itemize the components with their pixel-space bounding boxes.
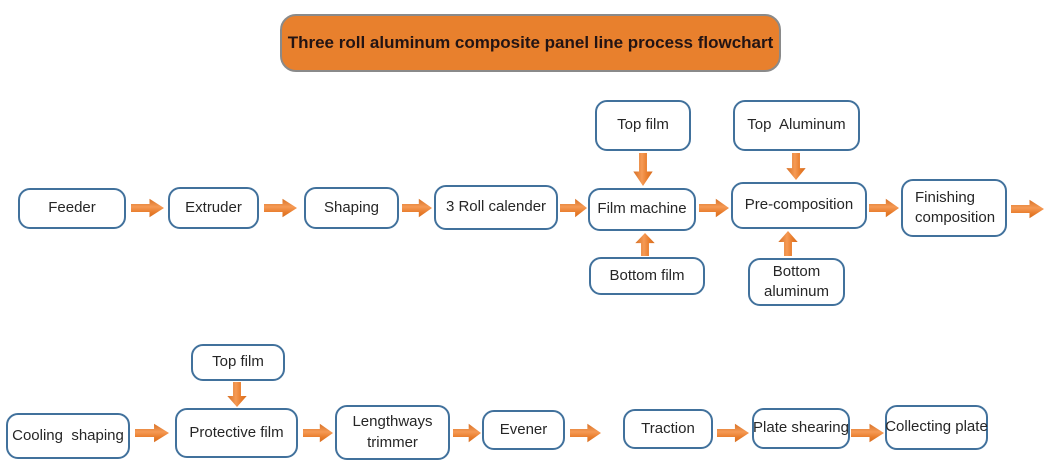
flow-arrow-right-icon (402, 198, 432, 218)
flow-arrow-exit-icon (1011, 199, 1044, 219)
flow-arrow-right-icon (303, 423, 333, 443)
node-shaping: Shaping (304, 187, 399, 229)
node-feeder: Feeder (18, 188, 126, 229)
node-3-roll-calender: 3 Roll calender (434, 185, 558, 230)
node-top-film-2: Top film (191, 344, 285, 381)
flow-arrow-up-icon (635, 233, 655, 256)
node-bottom-film: Bottom film (589, 257, 705, 295)
node-traction: Traction (623, 409, 713, 449)
flow-arrow-down-icon (633, 153, 653, 186)
node-plate-shearing: Plate shearing (752, 408, 850, 449)
node-extruder: Extruder (168, 187, 259, 229)
flow-arrow-right-icon (699, 198, 729, 218)
flow-arrow-right-icon (560, 198, 587, 218)
flow-arrow-down-icon (227, 382, 247, 407)
node-top-aluminum: Top Aluminum (733, 100, 860, 151)
flow-arrow-right-icon (570, 423, 601, 443)
node-film-machine: Film machine (588, 188, 696, 231)
node-collecting-plate: Collecting plate (885, 405, 988, 450)
node-finishing-composition: Finishing composition (901, 179, 1007, 237)
flow-arrow-right-icon (264, 198, 297, 218)
node-protective-film: Protective film (175, 408, 298, 458)
node-evener: Evener (482, 410, 565, 450)
flow-arrow-up-icon (778, 231, 798, 256)
flow-arrow-right-icon (135, 423, 169, 443)
flow-arrow-down-icon (786, 153, 806, 180)
flow-arrow-right-icon (717, 423, 749, 443)
node-top-film-1: Top film (595, 100, 691, 151)
node-pre-composition: Pre-composition (731, 182, 867, 229)
flow-arrow-right-icon (851, 423, 884, 443)
flowchart-title: Three roll aluminum composite panel line… (280, 14, 781, 72)
flow-arrow-right-icon (453, 423, 481, 443)
flow-arrow-right-icon (131, 198, 164, 218)
node-cooling-shaping: Cooling shaping (6, 413, 130, 459)
node-lengthways-trimmer: Lengthways trimmer (335, 405, 450, 460)
node-bottom-aluminum: Bottom aluminum (748, 258, 845, 306)
flow-arrow-right-icon (869, 198, 899, 218)
